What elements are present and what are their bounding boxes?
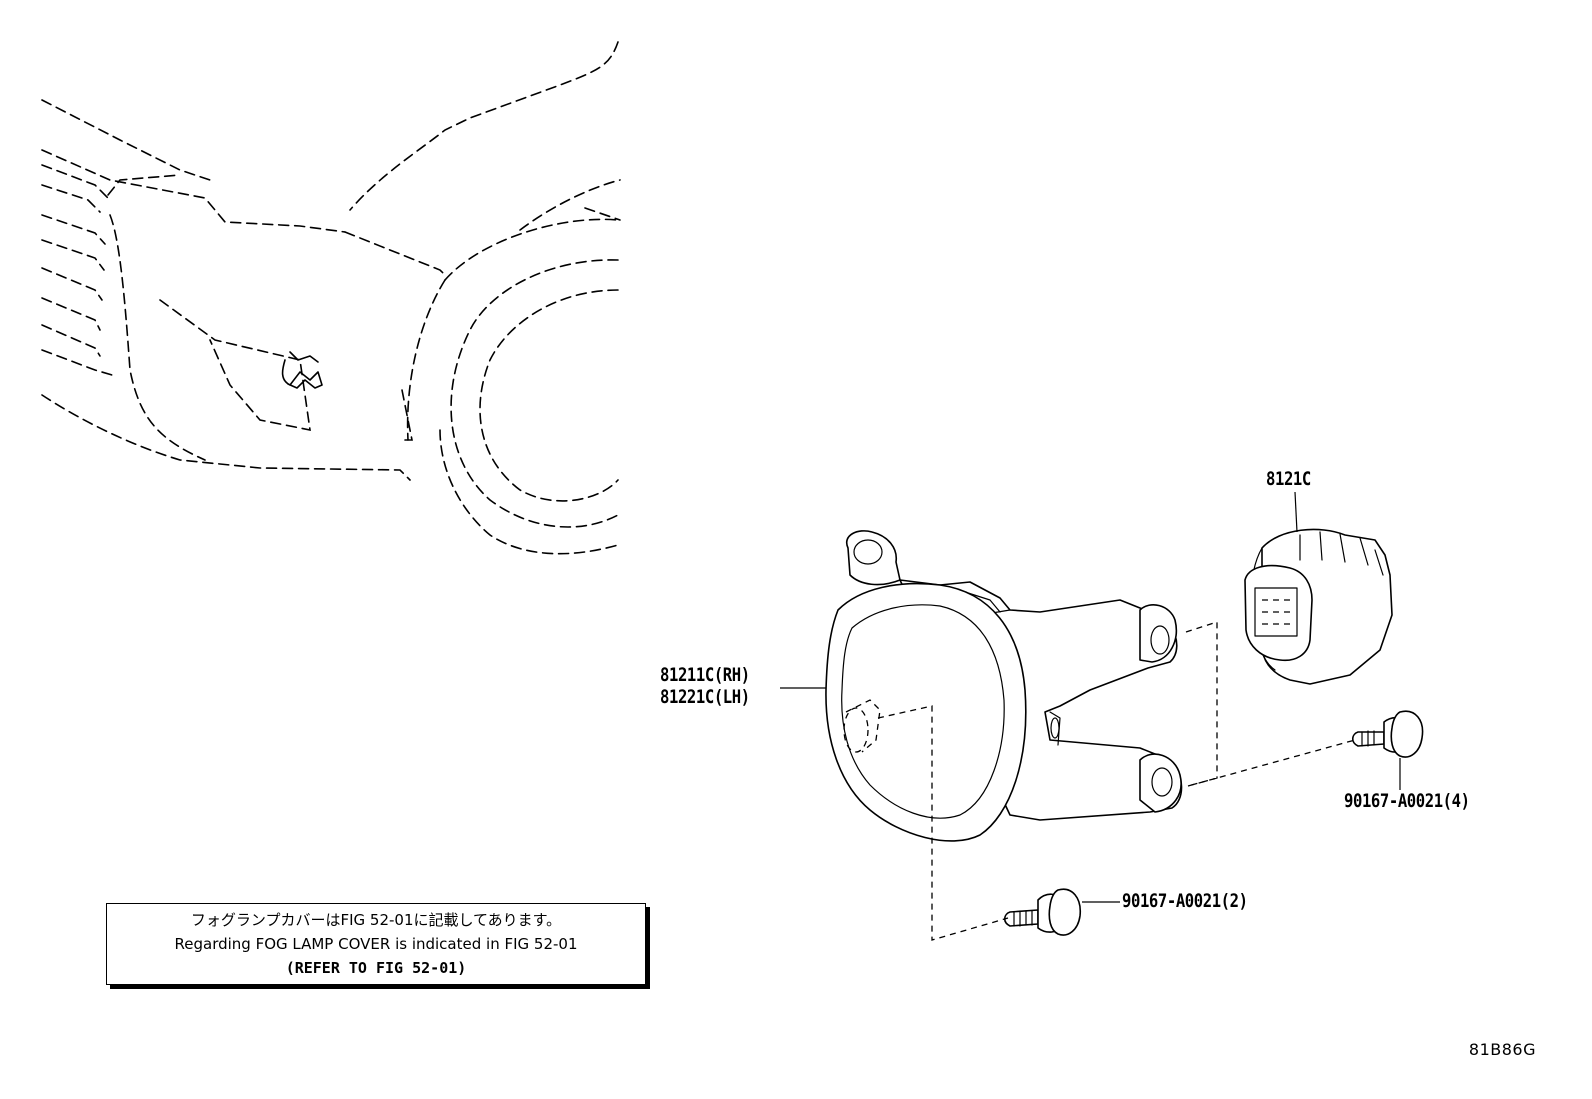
screw-upper xyxy=(1351,710,1424,758)
callout-bulb: 8121C xyxy=(1266,468,1311,490)
bulb-assembly xyxy=(1244,528,1393,685)
reference-note: フォグランプカバーはFIG 52-01に記載してあります。 Regarding … xyxy=(106,903,646,985)
screw-lower xyxy=(1003,888,1082,936)
figure-code: 81B86G xyxy=(1468,1040,1536,1059)
vehicle-bumper-outline xyxy=(41,41,621,555)
note-line-ref: (REFER TO FIG 52-01) xyxy=(285,959,467,977)
fog-lamp-location-mark xyxy=(281,351,323,389)
callout-fog-lamp-lh: 81221C(LH) xyxy=(660,686,750,708)
note-line-jp: フォグランプカバーはFIG 52-01に記載してあります。 xyxy=(190,911,562,929)
callout-fog-lamp-rh: 81211C(RH) xyxy=(660,664,750,686)
assembly-guide-lines xyxy=(877,621,1356,941)
note-line-en: Regarding FOG LAMP COVER is indicated in… xyxy=(174,935,578,953)
callout-screw-lower: 90167-A0021(2) xyxy=(1122,890,1248,912)
fog-lamp-assembly xyxy=(825,530,1183,842)
callout-screw-upper: 90167-A0021(4) xyxy=(1344,790,1470,812)
callout-leaders xyxy=(780,491,1401,903)
